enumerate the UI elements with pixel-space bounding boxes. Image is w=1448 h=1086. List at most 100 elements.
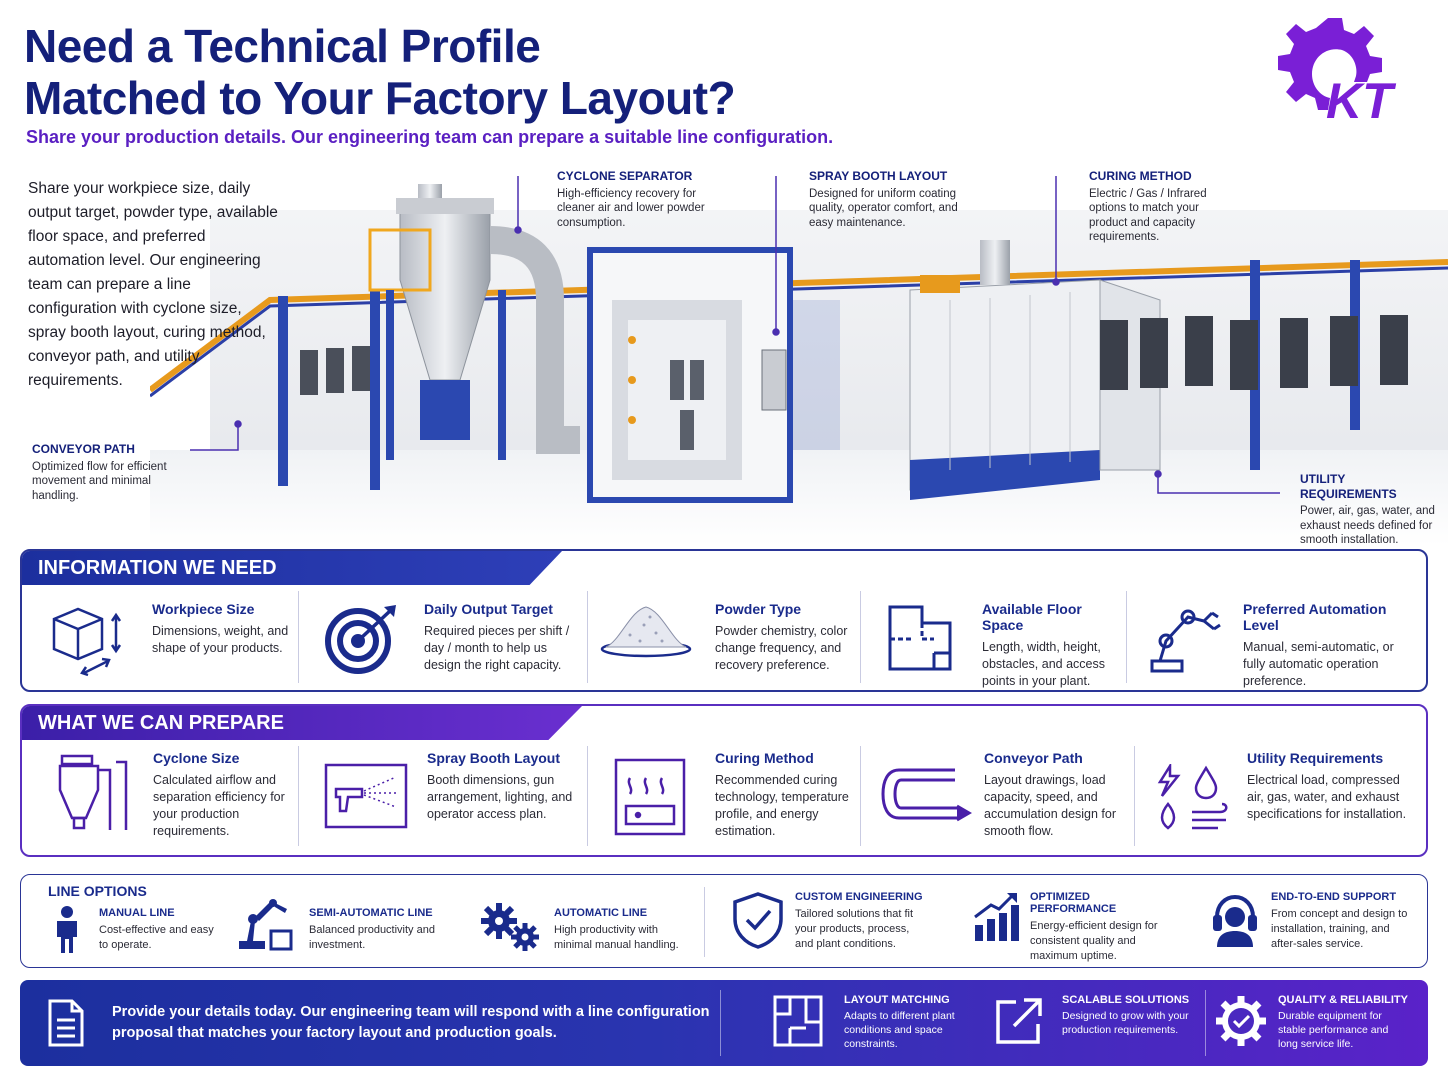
need-item-workpiece: Workpiece Size Dimensions, weight, and s…: [152, 601, 292, 657]
robot-arm-icon: [1150, 609, 1221, 673]
oven-icon: [614, 758, 686, 836]
benefit-title: OPTIMIZED PERFORMANCE: [1030, 891, 1117, 915]
prepare-item-text: Recommended curing technology, temperatu…: [715, 773, 849, 838]
cyclone-icon: [58, 754, 128, 830]
page-title: Need a Technical Profile Matched to Your…: [24, 20, 784, 124]
need-item-title: Available Floor Space: [982, 601, 1082, 633]
line-option-text: Balanced productivity and investment.: [309, 924, 435, 951]
footer-feature-text: Adapts to different plant conditions and…: [844, 1010, 955, 1050]
line-option-title: AUTOMATIC LINE: [554, 907, 648, 919]
line-option-title: SEMI-AUTOMATIC LINE: [309, 907, 433, 919]
utilities-icon: [1157, 764, 1228, 830]
need-item-output: Daily Output Target Required pieces per …: [424, 601, 574, 674]
logo-text: KT: [1326, 73, 1397, 129]
callout-cyclone-title: CYCLONE SEPARATOR: [557, 169, 693, 183]
callout-curing-title: CURING METHOD: [1089, 169, 1192, 183]
callout-cyclone: CYCLONE SEPARATOR High-efficiency recove…: [557, 169, 707, 230]
footer-banner: Provide your details today. Our engineer…: [20, 980, 1428, 1066]
prepare-item-text: Calculated airflow and separation effici…: [153, 773, 285, 838]
line-options-heading: LINE OPTIONS: [48, 883, 147, 899]
benefit-text: Tailored solutions that fit your product…: [795, 908, 914, 950]
footer-feature-title: SCALABLE SOLUTIONS: [1062, 994, 1190, 1006]
need-item-floor-space: Available Floor Space Length, width, hei…: [982, 601, 1122, 690]
spray-gun-icon: [324, 763, 408, 829]
callout-curing-text: Electric / Gas / Infrared options to mat…: [1089, 187, 1207, 244]
prepare-item-text: Electrical load, compressed air, gas, wa…: [1247, 773, 1407, 821]
callout-conveyor-title: CONVEYOR PATH: [32, 442, 135, 456]
callout-utility-title: UTILITY REQUIREMENTS: [1300, 472, 1397, 501]
need-item-automation: Preferred Automation Level Manual, semi-…: [1243, 601, 1413, 690]
need-item-title: Preferred Automation Level: [1243, 601, 1387, 633]
callout-cyclone-text: High-efficiency recovery for cleaner air…: [557, 187, 705, 229]
layout-icon: [773, 995, 823, 1047]
conveyor-icon: [881, 768, 972, 822]
person-icon: [57, 906, 77, 953]
line-option-title: MANUAL LINE: [99, 907, 175, 919]
need-item-text: Powder chemistry, color change frequency…: [715, 624, 848, 672]
benefit-title: CUSTOM ENGINEERING: [795, 891, 923, 903]
document-icon: [48, 999, 84, 1047]
title-line-1: Need a Technical Profile: [24, 20, 541, 72]
callout-spray-text: Designed for uniform coating quality, op…: [809, 187, 958, 229]
callout-curing: CURING METHOD Electric / Gas / Infrared …: [1089, 169, 1239, 245]
prepare-item-cyclone: Cyclone Size Calculated airflow and sepa…: [153, 750, 293, 840]
need-item-text: Required pieces per shift / day / month …: [424, 624, 570, 672]
target-icon: [325, 605, 396, 674]
line-option-semi-automatic: SEMI-AUTOMATIC LINE Balanced productivit…: [309, 907, 439, 953]
prepare-item-utility: Utility Requirements Electrical load, co…: [1247, 750, 1407, 823]
prepare-item-spray-booth: Spray Booth Layout Booth dimensions, gun…: [427, 750, 577, 823]
need-item-title: Powder Type: [715, 601, 802, 617]
prepare-item-curing: Curing Method Recommended curing technol…: [715, 750, 855, 840]
floor-plan-icon: [888, 605, 952, 671]
need-item-text: Length, width, height, obstacles, and ac…: [982, 640, 1105, 688]
robot-icon: [239, 899, 293, 951]
prepare-item-conveyor: Conveyor Path Layout drawings, load capa…: [984, 750, 1124, 840]
footer-cta-text: Provide your details today. Our engineer…: [112, 1004, 710, 1041]
prepare-item-title: Utility Requirements: [1247, 750, 1384, 766]
what-we-can-prepare-heading: WHAT WE CAN PREPARE: [22, 706, 582, 740]
benefit-custom-engineering: CUSTOM ENGINEERING Tailored solutions th…: [795, 891, 925, 952]
gear-check-icon: [1216, 996, 1266, 1046]
line-option-text: High productivity with minimal manual ha…: [554, 924, 679, 951]
what-we-can-prepare-panel: WHAT WE CAN PREPARE Cyclone Size Calcula…: [20, 704, 1428, 857]
need-item-title: Workpiece Size: [152, 601, 255, 617]
information-we-need-panel: INFORMATION WE NEED Workpiece Size Dimen…: [20, 549, 1428, 692]
prepare-item-title: Conveyor Path: [984, 750, 1083, 766]
footer-feature-scalable-solutions: SCALABLE SOLUTIONS Designed to grow with…: [1062, 994, 1192, 1037]
benefit-end-to-end-support: END-TO-END SUPPORT From concept and desi…: [1271, 891, 1411, 952]
footer-feature-title: QUALITY & RELIABILITY: [1278, 994, 1408, 1006]
headset-icon: [1213, 894, 1257, 947]
benefit-text: Energy-efficient design for consistent q…: [1030, 920, 1158, 962]
footer-feature-title: LAYOUT MATCHING: [844, 994, 950, 1006]
need-item-text: Manual, semi-automatic, or fully automat…: [1243, 640, 1394, 688]
intro-paragraph: Share your workpiece size, daily output …: [28, 180, 278, 389]
powder-coating-line-illustration: [150, 150, 1448, 545]
page-subtitle: Share your production details. Our engin…: [26, 127, 834, 147]
kt-logo: KT: [1278, 18, 1397, 129]
expand-arrow-icon: [996, 998, 1042, 1044]
line-option-text: Cost-effective and easy to operate.: [99, 924, 214, 951]
callout-conveyor-text: Optimized flow for efficient movement an…: [32, 460, 167, 502]
prepare-item-text: Booth dimensions, gun arrangement, light…: [427, 773, 573, 821]
footer-feature-layout-matching: LAYOUT MATCHING Adapts to different plan…: [844, 994, 959, 1051]
powder-pile-icon: [600, 606, 692, 658]
title-line-2: Matched to Your Factory Layout?: [24, 72, 736, 124]
benefit-optimized-performance: OPTIMIZED PERFORMANCE Energy-efficient d…: [1030, 891, 1170, 964]
footer-feature-text: Durable equipment for stable performance…: [1278, 1010, 1389, 1050]
prepare-item-title: Cyclone Size: [153, 750, 240, 766]
line-option-manual: MANUAL LINE Cost-effective and easy to o…: [99, 907, 219, 953]
bar-chart-icon: [974, 893, 1019, 941]
benefit-text: From concept and design to installation,…: [1271, 908, 1408, 950]
line-option-automatic: AUTOMATIC LINE High productivity with mi…: [554, 907, 684, 953]
callout-utility-text: Power, air, gas, water, and exhaust need…: [1300, 505, 1435, 546]
callout-spray-booth: SPRAY BOOTH LAYOUT Designed for uniform …: [809, 169, 969, 230]
prepare-item-title: Spray Booth Layout: [427, 750, 561, 766]
benefit-title: END-TO-END SUPPORT: [1271, 891, 1397, 903]
cube-icon: [52, 607, 122, 677]
information-we-need-heading: INFORMATION WE NEED: [22, 551, 562, 585]
need-item-text: Dimensions, weight, and shape of your pr…: [152, 624, 289, 655]
callout-spray-title: SPRAY BOOTH LAYOUT: [809, 169, 948, 183]
prepare-item-title: Curing Method: [715, 750, 814, 766]
gears-icon: [481, 903, 539, 951]
need-item-title: Daily Output Target: [424, 601, 553, 617]
